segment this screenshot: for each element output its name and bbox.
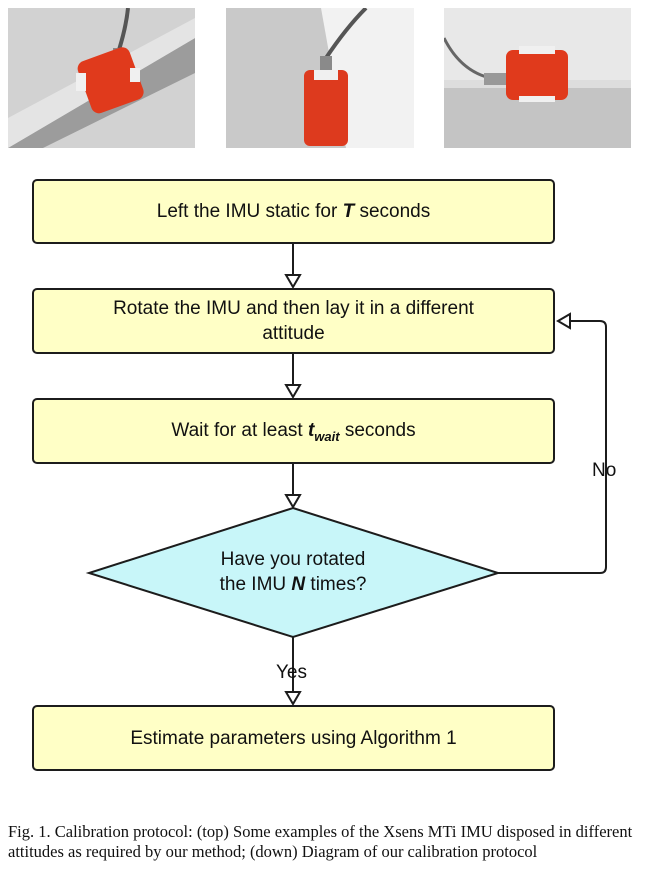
var-t: T xyxy=(342,201,355,222)
step-wait-post: seconds xyxy=(339,420,416,441)
figure-caption: Fig. 1. Calibration protocol: (top) Some… xyxy=(8,822,633,861)
decision-line2-post: times? xyxy=(305,574,367,595)
step-estimate: Estimate parameters using Algorithm 1 xyxy=(32,705,555,771)
decision-line2-pre: the IMU xyxy=(219,574,292,595)
step-rotate-line2: attitude xyxy=(262,323,325,344)
step-leave-static-pre: Left the IMU static for xyxy=(156,201,343,222)
step-estimate-text: Estimate parameters using Algorithm 1 xyxy=(130,727,457,749)
step-wait-pre: Wait for at least xyxy=(171,420,308,441)
imu-photo-3 xyxy=(444,8,631,148)
step-leave-static-post: seconds xyxy=(354,201,431,222)
var-t-wait-subscript: wait xyxy=(314,429,340,444)
step-leave-static: Left the IMU static for T seconds xyxy=(32,179,555,244)
label-no: No xyxy=(592,460,617,481)
var-n: N xyxy=(291,574,306,595)
decision-line1: Have you rotated xyxy=(220,549,366,570)
decision-diamond xyxy=(85,506,502,639)
flowchart-connectors xyxy=(85,243,607,706)
imu-photo-1 xyxy=(8,8,195,148)
step-rotate: Rotate the IMU and then lay it in a diff… xyxy=(32,288,555,354)
var-t-wait: t xyxy=(307,420,315,441)
step-rotate-line1: Rotate the IMU and then lay it in a diff… xyxy=(113,298,474,319)
imu-photo-2 xyxy=(226,8,414,148)
label-yes: Yes xyxy=(276,662,307,683)
step-wait: Wait for at least twait seconds xyxy=(32,398,555,464)
decision-text: Have you rotated the IMU N times? xyxy=(150,547,436,597)
